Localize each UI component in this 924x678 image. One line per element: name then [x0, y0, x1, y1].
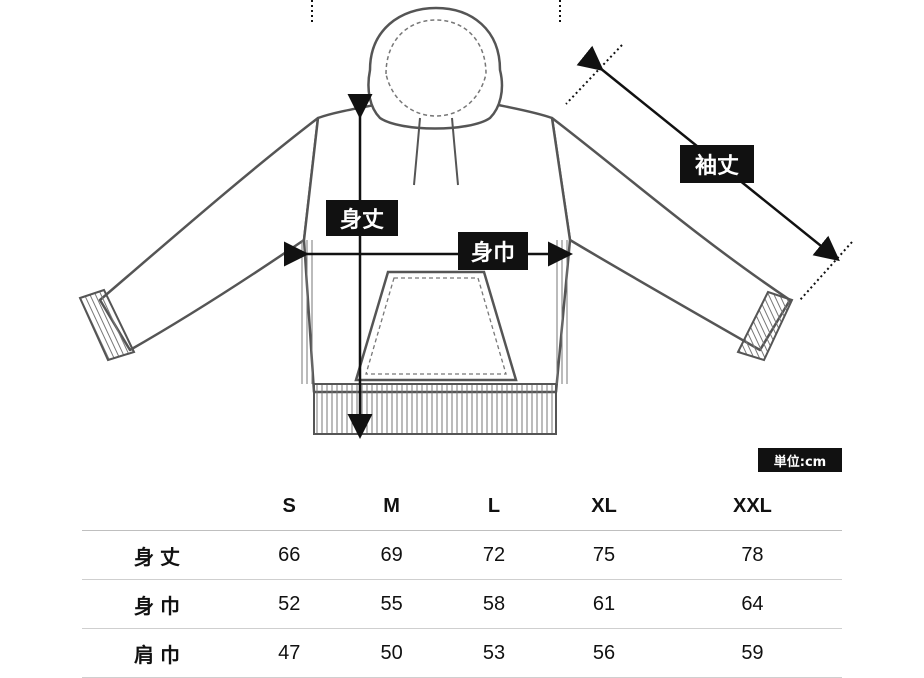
header-corner	[82, 482, 238, 531]
size-header: M	[340, 482, 443, 531]
table-cell: 75	[545, 530, 663, 580]
size-header: S	[238, 482, 341, 531]
table-cell: 55	[340, 579, 443, 629]
body-length-label: 身丈	[326, 200, 398, 236]
right-side-rib	[556, 240, 570, 384]
size-header: XXL	[662, 482, 842, 531]
left-side-rib	[300, 240, 314, 384]
size-header-row: S M L XL XXL	[82, 482, 842, 531]
size-header: XL	[545, 482, 663, 531]
table-cell: 66	[238, 530, 341, 580]
drawstring-right	[451, 117, 459, 186]
hood-opening	[385, 19, 487, 117]
hoodie-diagram: 身丈 身巾 袖丈	[78, 0, 853, 439]
table-cell: 72	[442, 530, 546, 580]
table-cell: 61	[545, 579, 663, 629]
table-cell: 47	[238, 628, 341, 678]
row-label: 身丈	[82, 530, 238, 580]
sleeve-length-label: 袖丈	[680, 145, 754, 183]
body-width-label: 身巾	[458, 232, 528, 270]
table-row: 身丈 66 69 72 75 78	[82, 530, 842, 580]
hood	[367, 6, 504, 130]
table-cell: 69	[340, 530, 443, 580]
table-cell: 53	[442, 628, 546, 678]
unit-badge: 単位:cm	[758, 448, 842, 472]
size-table: S M L XL XXL 身丈 66 69 72 75 78 身巾 52 55 …	[82, 482, 842, 678]
table-row: 身巾 52 55 58 61 64	[82, 579, 842, 629]
pocket-stitching	[365, 277, 507, 375]
row-label: 身巾	[82, 579, 238, 629]
table-cell: 58	[442, 579, 546, 629]
right-cuff	[736, 290, 794, 362]
sleeve-guide-top	[565, 44, 623, 105]
table-cell: 64	[662, 579, 842, 629]
left-cuff	[78, 288, 136, 362]
table-cell: 59	[662, 628, 842, 678]
table-cell: 50	[340, 628, 443, 678]
hem-rib	[313, 383, 557, 435]
table-cell: 52	[238, 579, 341, 629]
left-sleeve	[98, 116, 320, 352]
table-cell: 56	[545, 628, 663, 678]
drawstring-left	[413, 117, 421, 186]
size-header: L	[442, 482, 546, 531]
row-label: 肩巾	[82, 628, 238, 678]
table-row: 肩巾 47 50 53 56 59	[82, 628, 842, 678]
right-sleeve	[550, 116, 792, 352]
table-cell: 78	[662, 530, 842, 580]
hoodie-illustration	[78, 0, 853, 439]
